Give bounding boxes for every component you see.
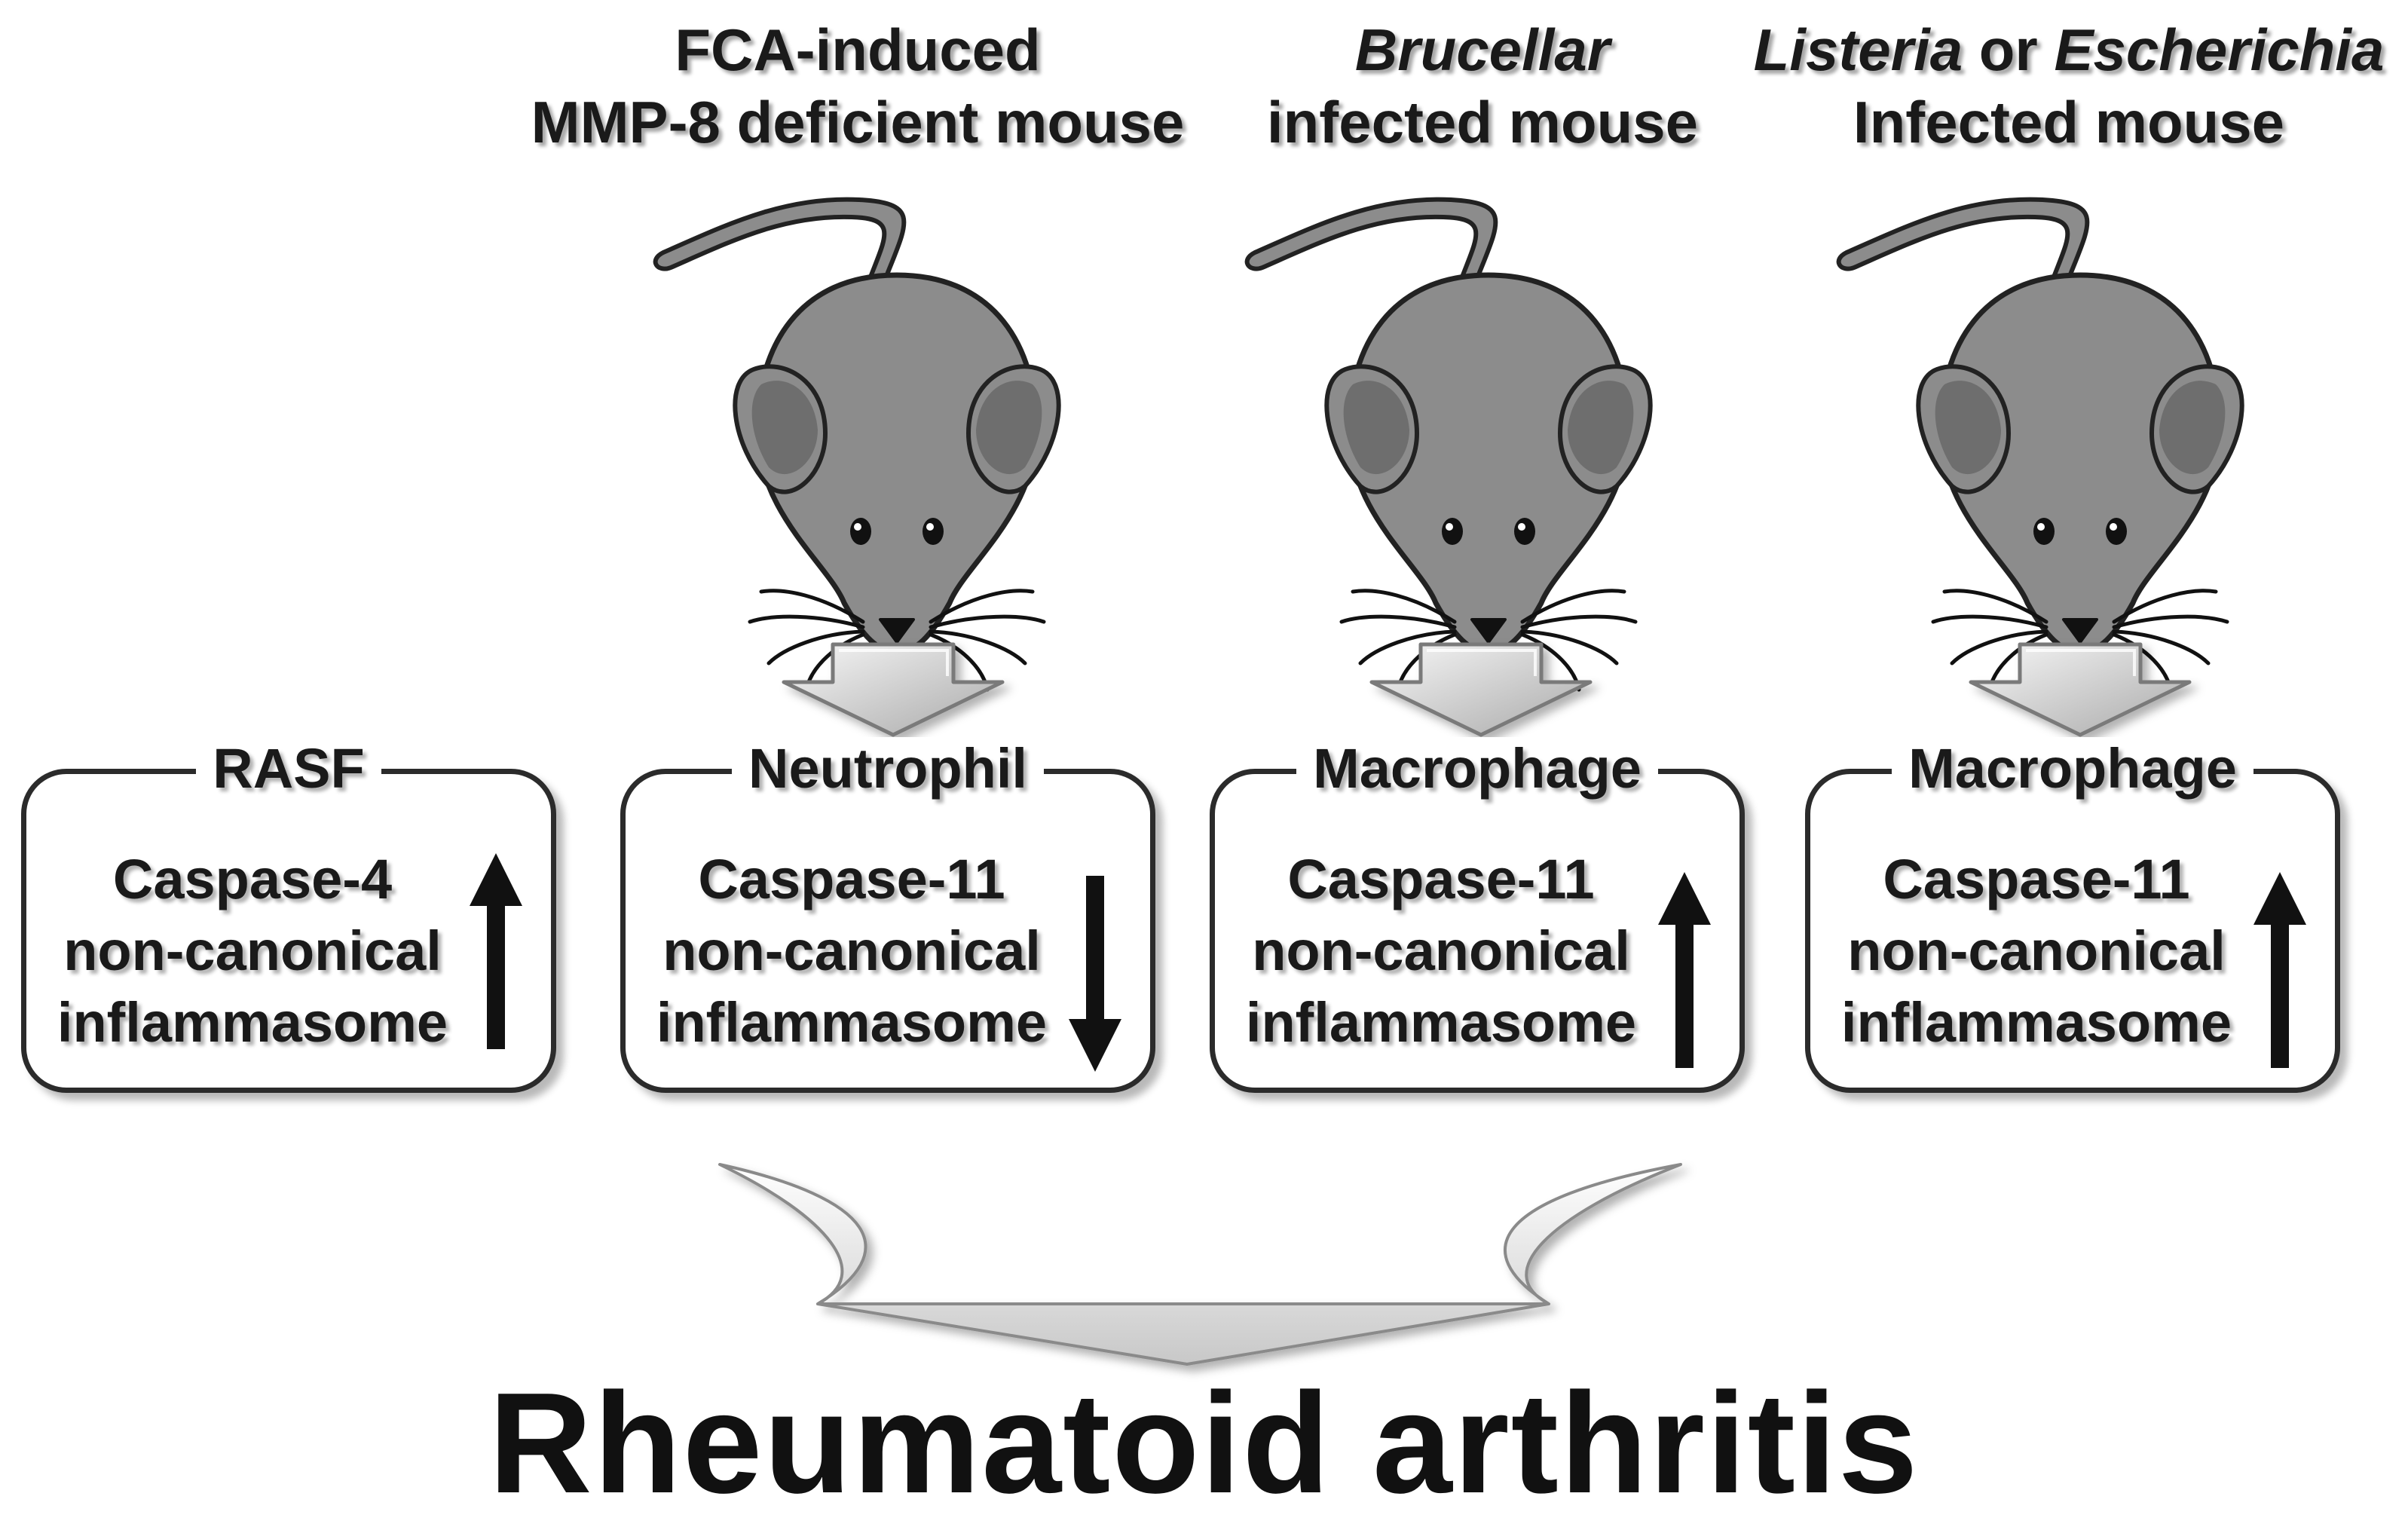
- cell-box-macrophage-brucella: Macrophage Caspase-11 non-canonical infl…: [1210, 737, 1745, 1093]
- model-label-3: Listeria or Escherichia Infected mouse: [1730, 14, 2408, 158]
- model-label-2-line2: infected mouse: [1266, 89, 1699, 155]
- model-label-3-organism-a: Listeria: [1753, 17, 1963, 83]
- pathway-label-line2: inflammasome: [1245, 991, 1637, 1054]
- cell-box-rasf: RASF Caspase-4 non-canonical inflammasom…: [21, 737, 556, 1093]
- pathway-label-line1: non-canonical: [662, 920, 1041, 982]
- up-arrow-icon: [2253, 872, 2306, 1068]
- model-label-1: FCA-induced MMP-8 deficient mouse: [519, 14, 1197, 158]
- down-arrow-icon: [1069, 876, 1121, 1072]
- enzyme-label: Caspase-11: [698, 848, 1005, 910]
- model-label-3-organism-b: Escherichia: [2054, 17, 2385, 83]
- outcome-label: Rheumatoid arthritis: [488, 1363, 1920, 1523]
- cell-type-label: Neutrophil: [732, 737, 1044, 800]
- mouse-illustration-3: [1839, 200, 2242, 690]
- cell-type-label: RASF: [196, 737, 381, 800]
- converging-funnel-arrow: [718, 1163, 1682, 1366]
- cell-type-label: Macrophage: [1296, 737, 1658, 800]
- pathway-label-line1: non-canonical: [1847, 920, 2226, 982]
- model-label-1-line2: MMP-8 deficient mouse: [531, 89, 1185, 155]
- pathway-label-line1: non-canonical: [63, 920, 442, 982]
- pathway-label-line2: inflammasome: [57, 991, 448, 1054]
- up-arrow-icon: [470, 853, 522, 1049]
- pathway-label-line2: inflammasome: [1840, 991, 2232, 1054]
- down-block-arrow-3: [1971, 644, 2189, 735]
- cell-box-macrophage-listeria: Macrophage Caspase-11 non-canonical infl…: [1805, 737, 2340, 1093]
- enzyme-label: Caspase-4: [112, 848, 393, 910]
- model-label-2: Brucellar infected mouse: [1143, 14, 1822, 158]
- enzyme-label: Caspase-11: [1287, 848, 1595, 910]
- model-label-1-line1: FCA-induced: [675, 17, 1041, 83]
- model-label-3-line2: Infected mouse: [1853, 89, 2285, 155]
- mouse-illustration-2: [1247, 200, 1651, 690]
- cell-box-neutrophil: Neutrophil Caspase-11 non-canonical infl…: [620, 737, 1155, 1093]
- model-label-2-organism: Brucellar: [1354, 17, 1611, 83]
- model-label-3-connector: or: [1963, 17, 2055, 83]
- mouse-illustration-1: [656, 200, 1059, 690]
- pathway-label-line1: non-canonical: [1252, 920, 1630, 982]
- enzyme-label: Caspase-11: [1883, 848, 2190, 910]
- pathway-label-line2: inflammasome: [656, 991, 1048, 1054]
- cell-type-label: Macrophage: [1892, 737, 2253, 800]
- up-arrow-icon: [1658, 872, 1711, 1068]
